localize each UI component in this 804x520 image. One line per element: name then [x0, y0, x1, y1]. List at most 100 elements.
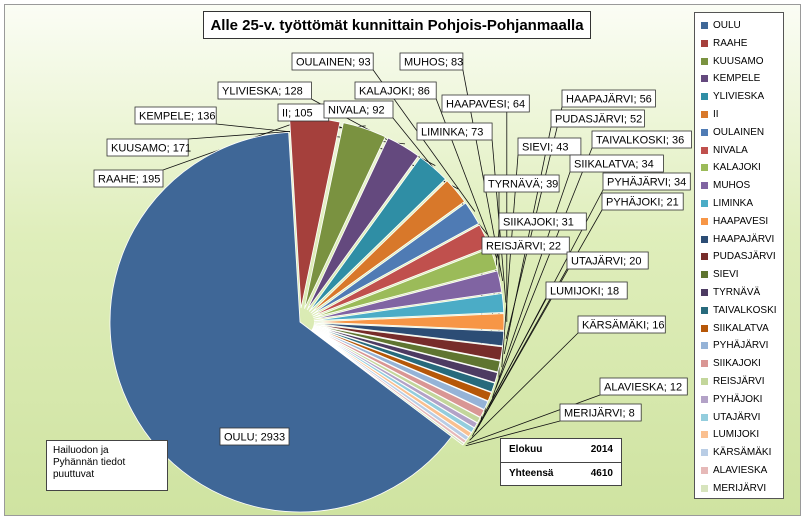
legend-label: II [713, 109, 719, 120]
data-label-text: KALAJOKI; 86 [359, 86, 430, 98]
legend-item: HAAPAVESI [699, 214, 783, 230]
legend-item: NIVALA [699, 143, 783, 159]
legend-label: OULAINEN [713, 126, 765, 138]
data-label: UTAJÄRVI; 20 [566, 251, 649, 270]
data-label: MERIJÄRVI; 8 [559, 403, 642, 422]
legend-item: TAIVALKOSKI [699, 303, 783, 319]
legend-item: MERIJÄRVI [699, 481, 783, 497]
legend-label: HAAPAVESI [713, 215, 769, 227]
legend-swatch [701, 57, 708, 65]
legend-label: HAAPAJÄRVI [713, 233, 775, 245]
pie-slice-reisjärvi [312, 328, 481, 424]
legend-item: YLIVIESKA [699, 89, 783, 105]
data-label-text: LIMINKA; 73 [421, 127, 483, 139]
legend-swatch [701, 253, 708, 261]
data-label-text: TYRNÄVÄ; 39 [488, 179, 558, 191]
legend-label: LIMINKA [713, 198, 754, 209]
pie-slice-siikalatva [312, 326, 492, 402]
legend-swatch [701, 75, 708, 83]
legend-item: RAAHE [699, 36, 783, 52]
data-label: HAAPAJÄRVI; 56 [561, 89, 656, 108]
chart-title: Alle 25-v. työttömät kunnittain Pohjois-… [203, 11, 591, 39]
data-label-text: SIIKAJOKI; 31 [503, 217, 574, 229]
pie-slice-haapavesi [313, 313, 505, 331]
leader-line [465, 420, 561, 447]
pie-slice-ii [310, 180, 466, 314]
data-label-text: SIIKALATVA; 34 [574, 159, 654, 171]
pie-slice-oulu [109, 131, 453, 513]
data-label: LUMIJOKI; 18 [545, 281, 628, 300]
legend-swatch [701, 431, 708, 439]
legend-swatch [701, 22, 708, 29]
legend-label: YLIVIESKA [713, 91, 765, 103]
data-label: KUUSAMO; 171 [106, 138, 191, 157]
pie-slice-ylivieska [308, 156, 447, 312]
legend-label: MUHOS [713, 180, 751, 192]
slices [109, 117, 505, 513]
pie-slice-merijärvi [310, 330, 465, 446]
leader-line [471, 298, 547, 437]
legend-item: HAAPAJÄRVI [699, 232, 783, 248]
legend-label: KALAJOKI [713, 162, 761, 174]
month-label: Elokuu [509, 444, 543, 455]
data-label-text: MERIJÄRVI; 8 [564, 408, 635, 420]
legend-label: MERIJÄRVI [713, 482, 767, 494]
legend-item: ALAVIESKA [699, 463, 783, 479]
legend-swatch [701, 449, 708, 457]
data-label-text: KEMPELE; 136 [139, 111, 215, 123]
data-label: II; 105 [277, 103, 330, 122]
note-line-2: Pyhännän tiedot [53, 457, 126, 468]
data-label-text: HAAPAJÄRVI; 56 [566, 94, 652, 106]
legend-swatch [701, 182, 708, 190]
legend-item: SIIKAJOKI [699, 356, 783, 372]
legend-swatch [701, 271, 708, 279]
data-label: MUHOS; 83 [399, 52, 464, 71]
legend-swatch [701, 146, 708, 154]
pie-slice-taivalkoski [313, 326, 496, 393]
data-label-text: RAAHE; 195 [98, 174, 160, 186]
data-label-text: PUDASJÄRVI; 52 [555, 114, 642, 126]
legend-swatch [701, 378, 708, 385]
legend-swatch [701, 413, 708, 421]
leader-line [467, 394, 601, 444]
data-label-text: TAIVALKOSKI; 36 [596, 135, 684, 147]
legend-label: REISJÄRVI [713, 376, 765, 387]
legend-item: LUMIJOKI [699, 427, 783, 443]
pie-slice-oulainen [311, 202, 480, 315]
legend-item: KÄRSÄMÄKI [699, 445, 783, 461]
legend-swatch [701, 217, 708, 225]
data-label: PUDASJÄRVI; 52 [550, 109, 645, 128]
pie-slice-kempele [306, 137, 419, 311]
pie-slice-kuusamo [304, 122, 386, 309]
legend-swatch [701, 324, 708, 332]
legend-swatch [701, 360, 708, 368]
legend-swatch [701, 306, 708, 314]
legend-item: TYRNÄVÄ [699, 285, 783, 301]
legend-swatch [701, 128, 708, 136]
legend-item: KEMPELE [699, 71, 783, 87]
summary-divider [501, 462, 621, 463]
note-line-1: Hailuodon ja [53, 445, 109, 456]
legend-swatch [701, 289, 708, 296]
data-label-text: YLIVIESKA; 128 [222, 86, 303, 98]
data-label-text: KÄRSÄMÄKI; 16 [582, 320, 665, 332]
legend-swatch [701, 111, 708, 118]
legend-label: TYRNÄVÄ [713, 287, 761, 298]
data-label-text: OULU; 2933 [224, 432, 285, 444]
data-label-text: OULAINEN; 93 [296, 57, 371, 69]
legend-item: PUDASJÄRVI [699, 249, 783, 265]
pie-slice-tyrnävä [313, 325, 499, 384]
pie-slice-muhos [313, 270, 503, 320]
data-label-text: II; 105 [282, 108, 313, 120]
legend-item: REISJÄRVI [699, 374, 783, 390]
legend-swatch [701, 484, 708, 492]
data-label-text: PYHÄJÄRVI; 34 [607, 177, 686, 189]
legend-item: OULAINEN [699, 125, 783, 141]
data-label: SIIKALATVA; 34 [569, 154, 664, 173]
year-value: 2014 [590, 444, 613, 455]
legend-item: OULU [699, 18, 783, 34]
data-label: SIEVI; 43 [517, 137, 582, 156]
data-label: OULAINEN; 93 [291, 52, 374, 71]
legend-label: UTAJÄRVI [713, 411, 761, 423]
